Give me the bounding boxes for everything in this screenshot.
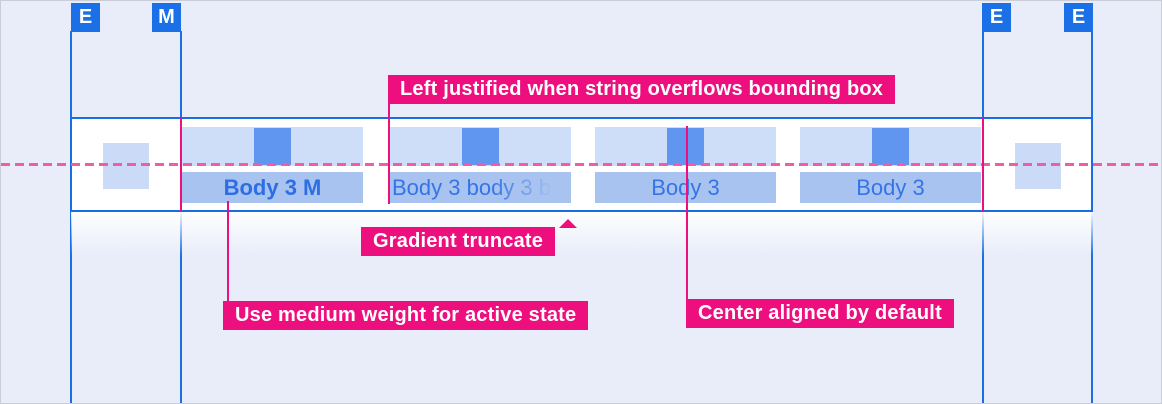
marker-letter: E <box>989 6 1004 28</box>
tab-item-overflow[interactable]: Body 3 body 3 b <box>390 127 571 203</box>
tab-label: Body 3 <box>595 172 776 203</box>
annotation-center-aligned: Center aligned by default <box>686 299 954 328</box>
tab-icon-placeholder <box>462 128 499 165</box>
tab-icon-placeholder <box>667 128 704 165</box>
marker-letter: E <box>1071 6 1086 28</box>
annotation-leader-line-left-justified <box>388 104 390 204</box>
tab-area-boundary-line-right <box>982 118 984 212</box>
margin-marker-m-left-inner: M <box>152 3 181 32</box>
tab-bar-glow <box>71 212 1093 256</box>
annotation-left-justified: Left justified when string overflows bou… <box>388 75 896 104</box>
margin-guide-line-right-outer <box>1091 31 1093 403</box>
tab-icon-placeholder <box>872 128 909 165</box>
marker-letter: M <box>158 6 175 28</box>
left-edge-icon-placeholder <box>103 143 149 189</box>
right-edge-icon-placeholder <box>1015 143 1061 189</box>
tab-icon-placeholder <box>254 128 291 165</box>
tab-item[interactable]: Body 3 <box>800 127 981 203</box>
annotation-gradient-truncate: Gradient truncate <box>361 227 556 256</box>
annotation-leader-line-center-aligned <box>686 126 688 300</box>
annotation-medium-weight: Use medium weight for active state <box>223 301 589 330</box>
tab-item[interactable]: Body 3 <box>595 127 776 203</box>
margin-marker-e-right-outer: E <box>1064 3 1093 32</box>
margin-guide-line-left-inner <box>180 31 182 403</box>
tab-item-active[interactable]: Body 3 M <box>182 127 363 203</box>
margin-guide-line-right-inner <box>982 31 984 403</box>
tab-area-boundary-line-left <box>180 118 182 212</box>
tab-label: Body 3 body 3 b <box>390 172 571 203</box>
annotation-leader-line-medium-weight <box>227 201 229 302</box>
margin-guide-line-left-outer <box>70 31 72 403</box>
margin-marker-e-right-inner: E <box>982 3 1011 32</box>
tab-label: Body 3 M <box>182 172 363 203</box>
caret-up-pointer-icon <box>559 219 577 228</box>
margin-marker-e-left-outer: E <box>71 3 100 32</box>
tab-label: Body 3 <box>800 172 981 203</box>
marker-letter: E <box>78 6 93 28</box>
